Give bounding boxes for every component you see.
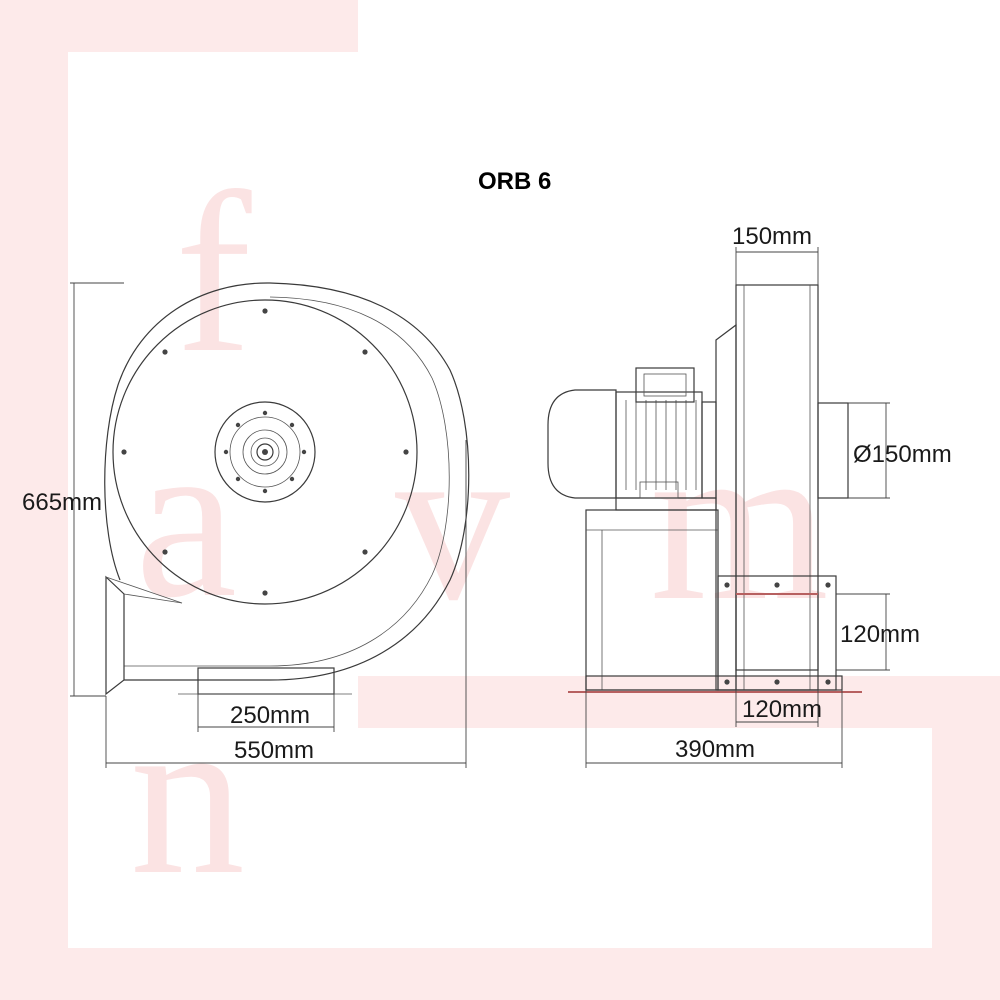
inlet-collar (817, 402, 849, 499)
dimension-housing-width (735, 247, 819, 285)
side-base-plate (585, 675, 843, 691)
volute-inner-line (124, 296, 450, 667)
dimension-width-label: 550mm (234, 737, 314, 764)
side-view: 150mm Ø150mm 120mm 120mm 390mm (547, 223, 952, 768)
dimension-total-depth (585, 690, 843, 768)
volute-housing (104, 282, 470, 681)
dimension-base-label: 250mm (230, 702, 310, 729)
terminal-box (635, 367, 695, 403)
dimension-width (105, 440, 467, 768)
dimension-outlet-height-label: 120mm (840, 621, 920, 648)
dimension-outlet-height (836, 593, 890, 671)
drawing-title: ORB 6 (478, 168, 551, 195)
watermark-letter-v: v (395, 393, 510, 648)
watermark-letter-f: f (175, 145, 252, 400)
watermark-letter-m: m (650, 393, 829, 648)
disc-bolts (121, 308, 409, 596)
dimension-inlet-diameter-label: Ø150mm (853, 441, 952, 468)
dimension-outlet-width-label: 120mm (742, 696, 822, 723)
front-view: 665mm 550mm 250mm (22, 282, 470, 768)
dimension-inlet-diameter (848, 402, 890, 499)
dimension-total-depth-label: 390mm (675, 736, 755, 763)
dimension-outlet-width (735, 690, 819, 727)
dimension-height (70, 282, 124, 697)
impeller-disc (112, 299, 418, 605)
watermark-letter-a: a (135, 390, 237, 645)
dimension-height-label: 665mm (22, 489, 102, 516)
motor-hub (214, 401, 316, 503)
flange-bolts (724, 582, 831, 685)
outlet-duct (105, 575, 125, 696)
watermark-letter-n: n (130, 667, 245, 922)
dimension-housing-width-label: 150mm (732, 223, 812, 250)
dimension-base (197, 694, 335, 732)
